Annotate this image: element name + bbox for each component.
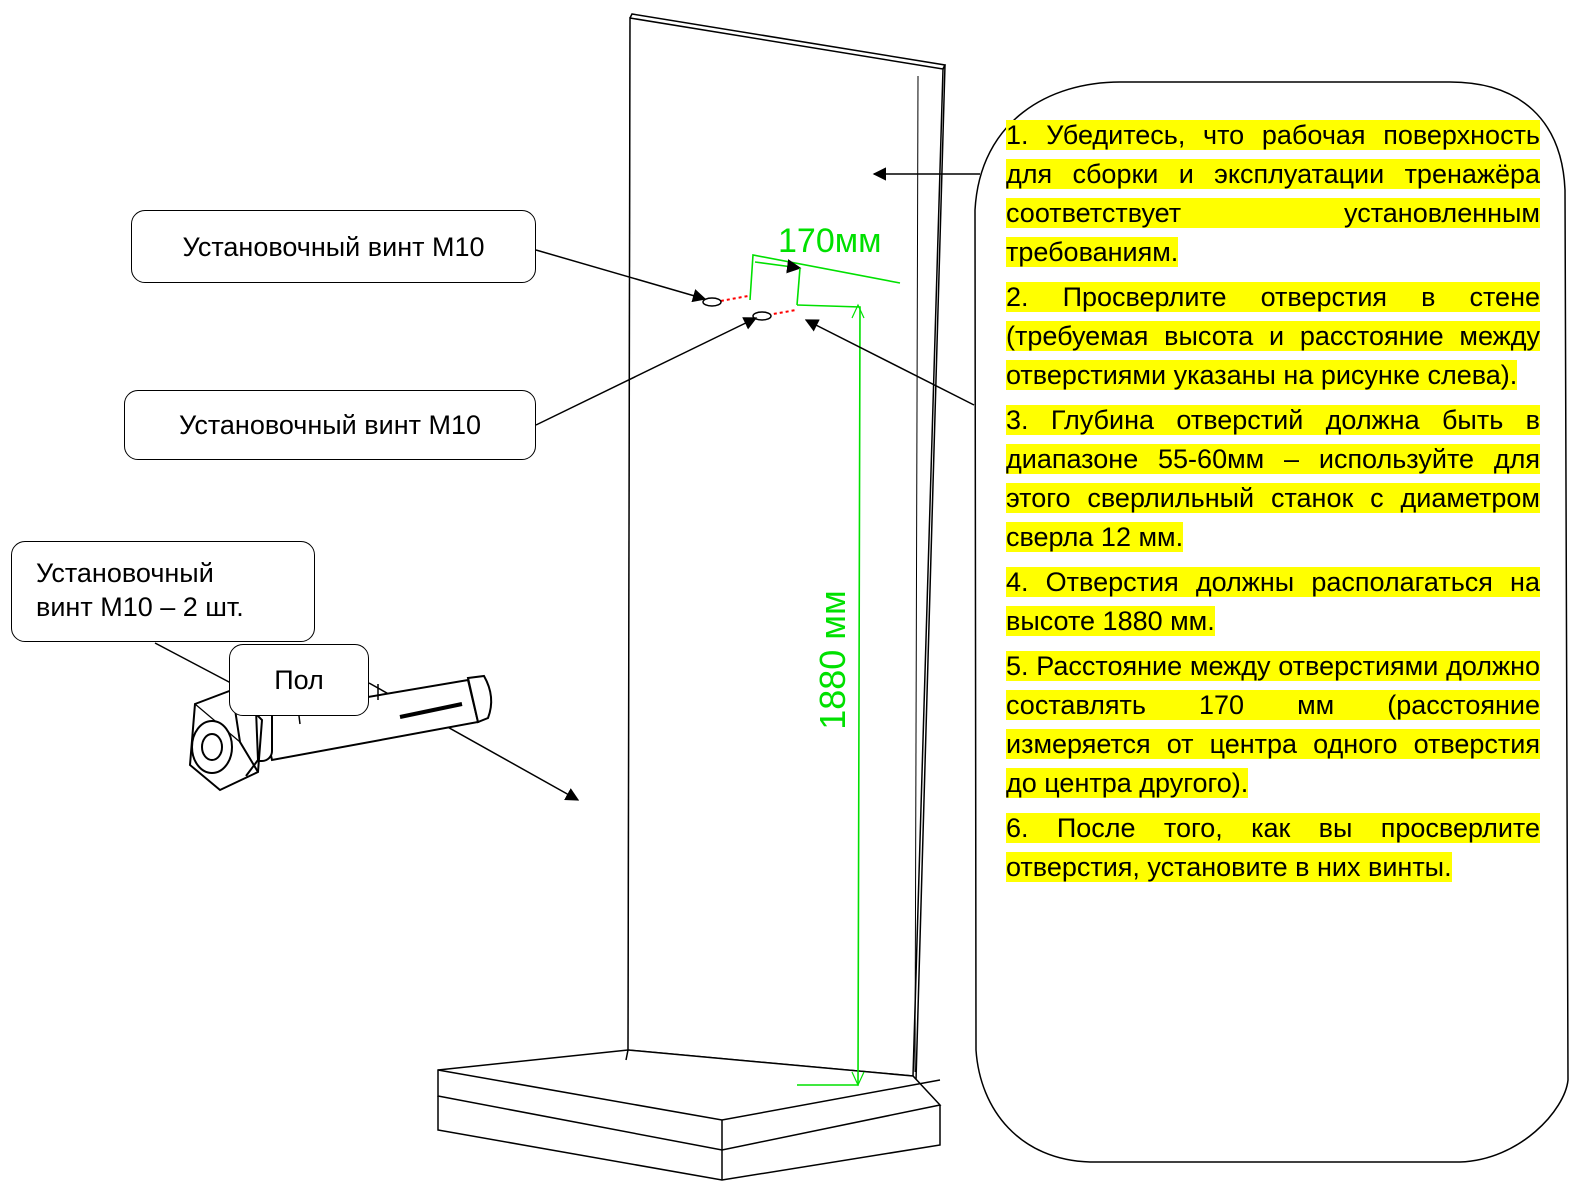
callout-setting-screw-upper-label: Установочный винт М10 <box>182 231 485 262</box>
callout-setting-screw-upper: Установочный винт М10 <box>131 210 536 283</box>
hole-markers <box>702 295 797 321</box>
callout-screw-kit-line1: Установочный <box>36 558 214 588</box>
dimension-1880mm-label: 1880 мм <box>812 590 853 730</box>
instructions-list: 1. Убедитесь, что рабочая поверхность дл… <box>1006 116 1540 893</box>
callout-screw-kit-line2: винт М10 – 2 шт. <box>36 592 244 622</box>
callout-floor: Пол <box>229 644 369 716</box>
callout-screw-kit: Установочный винт М10 – 2 шт. <box>11 541 315 642</box>
instruction-step-3: 3. Глубина отверстий должна быть в диапа… <box>1006 405 1540 552</box>
dimension-lines <box>749 254 901 1087</box>
callout-setting-screw-lower-label: Установочный винт М10 <box>178 410 481 440</box>
floor-slab <box>437 1049 942 1181</box>
callout-setting-screw-lower: Установочный винт М10 <box>124 390 536 460</box>
dimension-170mm-label: 170мм <box>778 222 881 260</box>
instruction-step-6: 6. После того, как вы просверлите отверс… <box>1006 813 1540 882</box>
instruction-step-2: 2. Просверлите отверстия в стене (требуе… <box>1006 282 1540 390</box>
instruction-step-1: 1. Убедитесь, что рабочая поверхность дл… <box>1006 120 1540 267</box>
leader-arrows <box>154 167 980 801</box>
instruction-step-5: 5. Расстояние между отверстиями должно с… <box>1006 651 1540 798</box>
callout-floor-label: Пол <box>274 665 324 695</box>
instruction-step-4: 4. Отверстия должны располагаться на выс… <box>1006 567 1540 636</box>
